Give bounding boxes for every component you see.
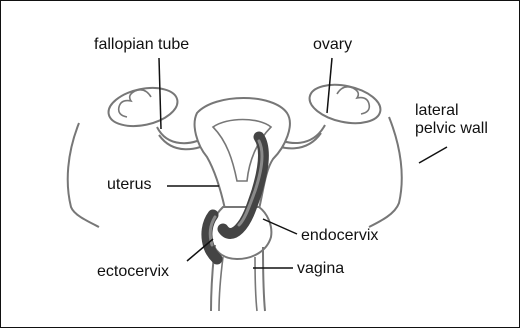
- vagina-right-wall-inner: [255, 257, 257, 311]
- right-pelvic-wall: [369, 117, 402, 227]
- label-lateral-pelvic-wall-line1: lateral: [415, 102, 488, 120]
- leader-lateral-pelvic-wall: [419, 147, 447, 163]
- left-pelvic-wall: [68, 123, 99, 227]
- vagina-left-wall-inner: [219, 257, 223, 311]
- vagina-right-wall: [263, 247, 265, 311]
- label-uterus: uterus: [107, 176, 151, 194]
- label-vagina: vagina: [297, 260, 344, 278]
- label-endocervix: endocervix: [301, 227, 378, 245]
- label-ectocervix: ectocervix: [97, 263, 169, 281]
- label-fallopian-tube: fallopian tube: [94, 36, 189, 54]
- label-lateral-pelvic-wall: lateral pelvic wall: [415, 102, 488, 138]
- label-ovary: ovary: [313, 36, 352, 54]
- label-lateral-pelvic-wall-line2: pelvic wall: [415, 120, 488, 138]
